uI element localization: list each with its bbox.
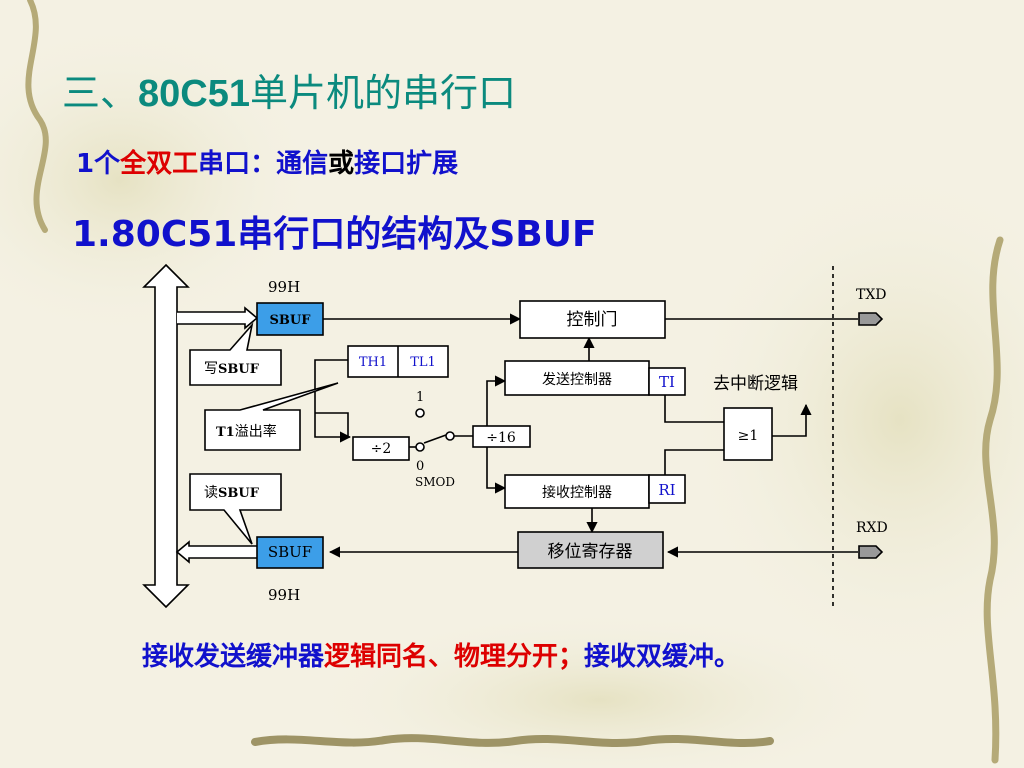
t1-overflow-label: T1溢出率 xyxy=(216,423,277,440)
th1-label: TH1 xyxy=(359,355,387,370)
txd-label: TXD xyxy=(856,287,887,303)
switch-contact-1 xyxy=(415,408,425,418)
left-vine xyxy=(25,0,49,233)
switch-1-label: 1 xyxy=(416,390,424,405)
wire-th1-feed xyxy=(314,359,352,443)
subtitle: 1个全双工串口：通信或接口扩展 xyxy=(76,143,458,180)
wire-div16-rx xyxy=(486,447,507,494)
title-prefix: 三、 xyxy=(62,71,139,115)
switch-pivot xyxy=(415,442,425,452)
tl1-label: TL1 xyxy=(410,355,436,370)
section-heading: 1.80C51串行口的结构及SBUF xyxy=(72,214,597,255)
subtitle-part5: 或 xyxy=(328,149,355,179)
ri-label: RI xyxy=(658,481,675,499)
page-title: 三、80C51单片机的串行口 xyxy=(62,62,516,117)
control-gate-label: 控制门 xyxy=(567,310,618,330)
switch-0-label: 0 xyxy=(416,459,424,474)
div16-box xyxy=(472,425,531,448)
t1-overflow-callout xyxy=(204,382,339,451)
ri-flag-box xyxy=(648,474,686,504)
read-sbuf-callout xyxy=(189,473,282,545)
switch-lever xyxy=(423,434,447,444)
wire-div16-tx xyxy=(486,375,507,426)
data-bus-arrow xyxy=(142,263,190,609)
bus-to-sbuf-arrow xyxy=(177,306,259,330)
div2-box xyxy=(352,436,410,461)
wire-ri-or xyxy=(664,449,724,475)
sbuf-to-bus-arrow xyxy=(175,540,257,564)
sbuf-rx-box xyxy=(256,536,324,569)
subtitle-part4: 通信 xyxy=(276,149,329,179)
addr-top-label: 99H xyxy=(268,278,300,296)
sbuf-tx-label: SBUF xyxy=(270,313,312,328)
sbuf-rx-label: SBUF xyxy=(268,543,312,561)
subtitle-part1: 1个 xyxy=(76,149,121,179)
txd-pin xyxy=(858,312,884,326)
title-suffix: 单片机的串行口 xyxy=(250,71,517,115)
or-gate-box xyxy=(723,407,773,461)
div2-label: ÷2 xyxy=(371,441,392,457)
div16-label: ÷16 xyxy=(486,430,516,446)
right-vine xyxy=(982,236,1004,764)
write-sbuf-label: 写SBUF xyxy=(204,361,260,377)
addr-bottom-label: 99H xyxy=(268,586,300,604)
ti-flag-box xyxy=(648,367,686,396)
interrupt-logic-label: 去中断逻辑 xyxy=(713,374,798,394)
write-sbuf-callout xyxy=(189,322,282,386)
wire-div2-bypass xyxy=(315,412,349,437)
shift-register-label: 移位寄存器 xyxy=(548,542,633,562)
subtitle-part2: 全双工 xyxy=(120,149,199,179)
rxd-pin xyxy=(858,545,884,559)
footer-part2: 逻辑同名、物理分开； xyxy=(324,642,585,672)
tx-controller-box xyxy=(504,360,650,396)
ti-label: TI xyxy=(659,373,675,391)
switch-contact-out xyxy=(445,431,455,441)
rx-controller-label: 接收控制器 xyxy=(542,484,612,501)
rxd-label: RXD xyxy=(856,520,888,536)
footer-part3: 接收双缓冲。 xyxy=(584,642,741,672)
read-sbuf-label: 读SBUF xyxy=(204,484,260,501)
sbuf-tx-box xyxy=(256,302,324,336)
bottom-vine xyxy=(251,734,774,747)
footer-part1: 接收发送缓冲器 xyxy=(142,642,325,672)
or-gate-label: ≥1 xyxy=(738,428,759,444)
subtitle-part3: 串口： xyxy=(198,149,277,179)
title-chip: 80C51 xyxy=(138,73,250,115)
subtitle-part6: 接口扩展 xyxy=(354,149,459,179)
wire-ti-or xyxy=(664,395,724,423)
shift-register-box xyxy=(517,531,664,569)
control-gate-box xyxy=(519,300,666,339)
smod-label: SMOD xyxy=(415,475,455,489)
wire-or-irq xyxy=(772,403,812,437)
footer-note: 接收发送缓冲器逻辑同名、物理分开；接收双缓冲。 xyxy=(142,636,740,673)
tx-controller-label: 发送控制器 xyxy=(542,372,612,388)
